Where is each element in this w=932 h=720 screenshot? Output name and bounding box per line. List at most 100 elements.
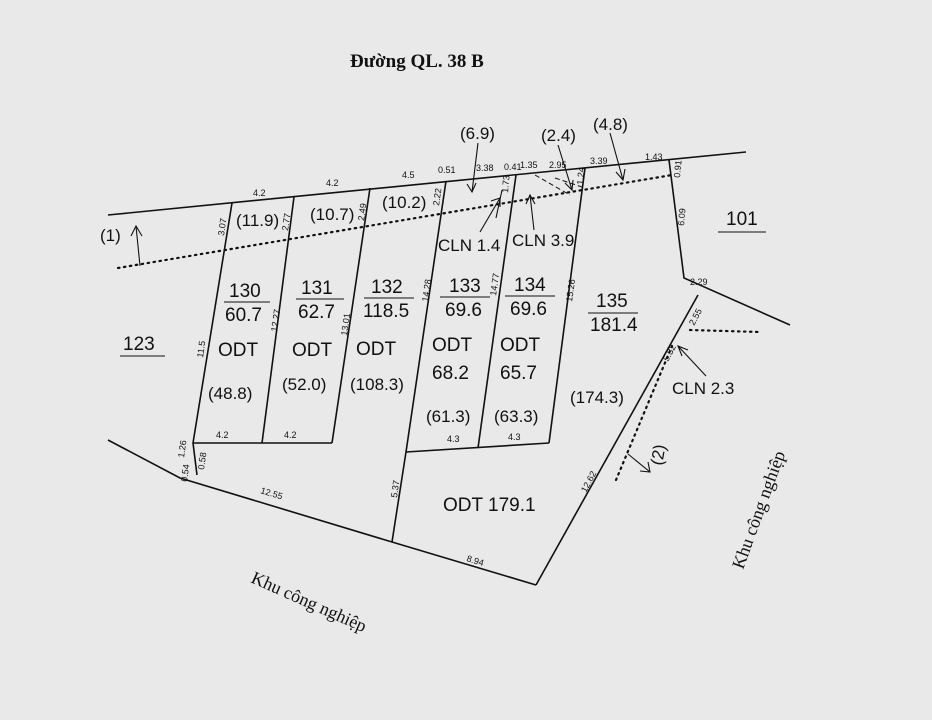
dim-side-2.22: 2.22 <box>431 188 443 207</box>
dim-bottom-12.62: 12.62 <box>579 469 598 494</box>
cln-3.9-arrow <box>525 193 536 231</box>
dim-bottom-8.94: 8.94 <box>465 553 485 568</box>
parcel-135-south-east-boundary <box>535 294 699 586</box>
parcel-133-use-area: 68.2 <box>432 363 469 384</box>
dim-side-5.32: 5.32 <box>661 343 678 363</box>
parcel-131-132-divider <box>331 187 371 444</box>
dashed-line <box>554 177 586 189</box>
dim-top-0.41: 0.41 <box>504 162 522 172</box>
neighbor-123-label: 123 <box>123 334 155 355</box>
parcel-134-area: 69.6 <box>510 299 547 320</box>
parcel-134-sub-area: (63.3) <box>494 407 538 426</box>
dim-bottom-4.3b: 4.3 <box>508 432 521 442</box>
parcel-133-area: 69.6 <box>445 300 482 321</box>
dim-bottom-4.3a: 4.3 <box>447 434 460 444</box>
parcel-135-sub-area: (174.3) <box>570 388 624 407</box>
parcel-134-use-area: 65.7 <box>500 363 537 384</box>
dim-top-4.2b: 4.2 <box>326 178 339 188</box>
annotation-6.9-arrow <box>466 142 479 194</box>
parcels-133-134-bottom <box>405 442 550 453</box>
parcel-135-right-boundary <box>668 159 791 326</box>
parcel-130-area: 60.7 <box>225 305 262 326</box>
dim-bottom-0.54: 0.54 <box>179 464 191 483</box>
dim-side-14.28: 14.28 <box>420 279 433 303</box>
parcel-131-area: 62.7 <box>298 302 335 323</box>
parcel-135-use-label: ODT 179.1 <box>443 495 536 516</box>
industrial-zone-bottom-label: Khu công nghiệp <box>248 567 369 636</box>
dim-side-5.37: 5.37 <box>389 480 401 499</box>
industrial-zone-right-label: Khu công nghiệp <box>728 448 789 571</box>
parcel-134-number: 134 <box>514 275 546 296</box>
parcel-133-cln-label: CLN 1.4 <box>438 236 500 255</box>
parcel-130-sub-area: (48.8) <box>208 384 252 403</box>
parcel-130-use: ODT <box>218 340 259 361</box>
marker-2-arrow <box>627 453 651 473</box>
dim-side-2.49: 2.49 <box>356 203 368 222</box>
parcel-131-number: 131 <box>301 278 333 299</box>
parcel-135-cln-label: CLN 2.3 <box>672 379 734 398</box>
dim-top-3.39: 3.39 <box>590 156 608 166</box>
cln-2.3-arrow <box>677 345 707 377</box>
parcel-135-number: 135 <box>596 291 628 312</box>
dim-top-4.2a: 4.2 <box>253 188 266 198</box>
dim-top-0.91: 0.91 <box>672 160 683 178</box>
top-annotation-4-8: (4.8) <box>593 115 628 134</box>
marker-2: (2) <box>647 443 669 467</box>
marker-1: (1) <box>100 226 121 245</box>
dim-top-1.35: 1.35 <box>520 160 538 170</box>
parcel-131-sub-area: (52.0) <box>282 375 326 394</box>
dim-side-14.77: 14.77 <box>488 273 501 297</box>
parcel-134-cln-label: CLN 3.9 <box>512 231 574 250</box>
parcel-south-boundary <box>107 439 537 586</box>
dim-bottom-1.26: 1.26 <box>176 440 188 459</box>
marker-1-arrow <box>130 224 143 267</box>
setback-line-1 <box>116 173 674 270</box>
parcel-133-number: 133 <box>449 276 481 297</box>
dim-side-2.29: 2.29 <box>690 277 708 287</box>
dim-side-12.27: 12.27 <box>269 309 282 333</box>
road-label: Đường QL. 38 B <box>350 51 484 72</box>
dim-top-1.43: 1.43 <box>645 152 663 162</box>
dashed-line <box>534 174 571 196</box>
dim-top-3.38: 3.38 <box>476 163 494 173</box>
parcel-132-number: 132 <box>371 277 403 298</box>
dim-side-13.01: 13.01 <box>339 313 352 337</box>
parcel-134-use: ODT <box>500 335 541 356</box>
parcel-133-134-divider <box>477 174 517 449</box>
dim-side-15.26: 15.26 <box>564 279 577 303</box>
dim-side-6.09: 6.09 <box>676 208 687 226</box>
dim-side-2.77: 2.77 <box>280 213 292 232</box>
cln-1.4-arrow <box>479 197 501 233</box>
dim-top-2.95: 2.95 <box>549 160 567 170</box>
dim-bottom-0.58: 0.58 <box>196 452 208 471</box>
parcel-133-use: ODT <box>432 335 473 356</box>
parcel-133-sub-area: (61.3) <box>426 407 470 426</box>
top-annotation-2-4: (2.4) <box>541 126 576 145</box>
parcel-130-strip-area: (11.9) <box>236 211 279 230</box>
annotation-2.4-arrow <box>557 144 574 192</box>
neighbor-101-label: 101 <box>726 209 758 230</box>
parcel-130-131-divider <box>261 196 295 444</box>
dim-bottom-12.55: 12.55 <box>259 485 283 501</box>
parcel-132-area: 118.5 <box>363 301 409 322</box>
parcel-130-number: 130 <box>229 281 261 302</box>
parcel-135-area: 181.4 <box>590 315 638 336</box>
parcel-134-135-divider <box>548 167 586 444</box>
dim-top-0.51: 0.51 <box>438 165 456 175</box>
top-annotation-6-9: (6.9) <box>460 124 495 143</box>
road-boundary-line <box>107 151 747 216</box>
right-dotted-line <box>688 328 762 334</box>
dim-top-4.5: 4.5 <box>402 170 415 180</box>
parcel-132-use: ODT <box>356 339 397 360</box>
dim-side-3.07: 3.07 <box>216 218 228 237</box>
parcel-131-use: ODT <box>292 340 333 361</box>
parcel-131-strip-area: (10.7) <box>310 205 354 224</box>
parcel-132-sub-area: (108.3) <box>350 375 404 394</box>
parcel-133-inner-line <box>495 189 503 219</box>
dim-side-11.5: 11.5 <box>195 340 207 358</box>
parcel-132-strip-area: (10.2) <box>382 193 426 212</box>
dim-bottom-4.2a: 4.2 <box>216 430 229 440</box>
dim-bottom-4.2b: 4.2 <box>284 430 297 440</box>
dim-top-1.24: 1.24 <box>575 167 586 185</box>
